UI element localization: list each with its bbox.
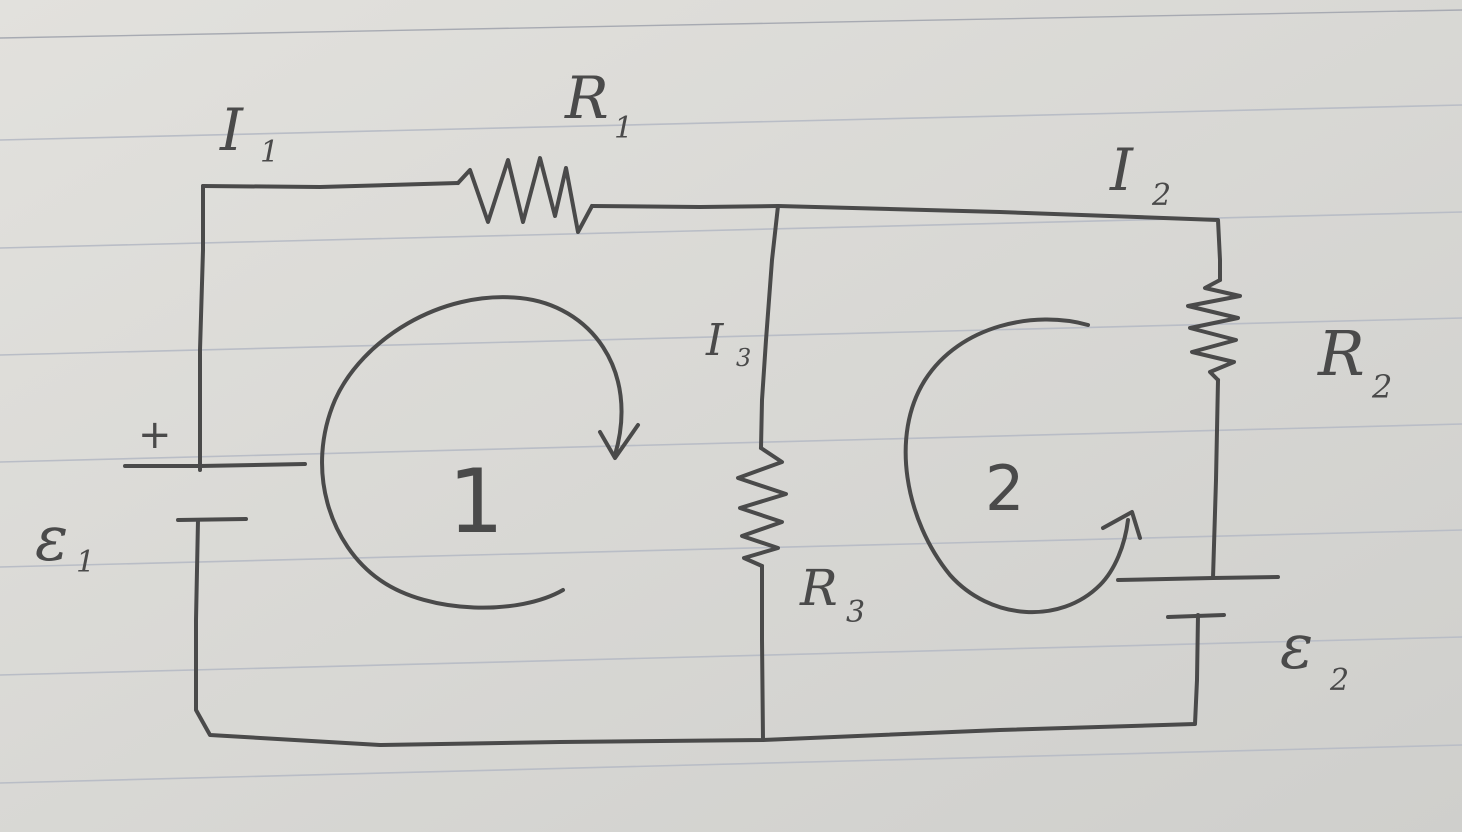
- label-r1-letter: R: [564, 64, 609, 132]
- label-r1: R 1: [564, 64, 633, 146]
- resistor-r1-symbol: [456, 156, 594, 234]
- label-emf2-subscript: 2: [1329, 663, 1349, 698]
- wire-top-middle: [590, 204, 780, 209]
- label-emf1-subscript: 1: [76, 545, 95, 580]
- wire-middle-upper: [759, 204, 780, 450]
- wire-right: [1211, 378, 1220, 580]
- label-i2-letter: I: [1109, 136, 1134, 204]
- label-emf2: ε 2: [1280, 610, 1349, 698]
- wire-middle-lower: [760, 564, 765, 742]
- label-r2-subscript: 2: [1371, 368, 1392, 406]
- emf1-long-plate: [123, 462, 307, 468]
- label-i3: I 3: [705, 315, 751, 372]
- ruled-lines: [0, 9, 1462, 784]
- label-emf2-letter: ε: [1280, 610, 1313, 683]
- label-i3-letter: I: [705, 315, 725, 366]
- label-emf1: ε 1: [35, 502, 95, 580]
- label-r3: R 3: [799, 559, 865, 630]
- label-i1-subscript: 1: [260, 135, 279, 170]
- label-r3-subscript: 3: [846, 595, 865, 630]
- wire-left-upper: [198, 184, 205, 472]
- label-r2: R 2: [1317, 317, 1392, 406]
- wire-top-right: [776, 204, 1222, 282]
- emf1-plus-sign: +: [138, 412, 172, 458]
- loop-2-number: 2: [985, 452, 1024, 525]
- label-i1-letter: I: [219, 96, 244, 164]
- loop-1-number: 1: [448, 450, 504, 553]
- loop-1-arrow: [320, 295, 640, 610]
- circuit-wires: [123, 156, 1280, 747]
- label-r1-subscript: 1: [614, 111, 633, 146]
- label-r3-letter: R: [799, 559, 838, 617]
- label-i1: I 1: [219, 96, 279, 170]
- wire-top-left: [201, 181, 460, 189]
- label-r2-letter: R: [1317, 317, 1365, 390]
- resistor-r2-symbol: [1186, 278, 1242, 382]
- label-i3-subscript: 3: [736, 344, 751, 372]
- label-i2: I 2: [1109, 136, 1171, 213]
- label-emf1-letter: ε: [35, 502, 68, 575]
- loop-2-arrow: [903, 317, 1142, 615]
- resistor-r3-symbol: [736, 446, 788, 568]
- wire-bottom: [194, 518, 1200, 747]
- emf2-short-plate: [1166, 613, 1226, 619]
- emf1-short-plate: [176, 517, 248, 522]
- emf2-long-plate: [1116, 575, 1280, 582]
- label-i2-subscript: 2: [1151, 178, 1171, 213]
